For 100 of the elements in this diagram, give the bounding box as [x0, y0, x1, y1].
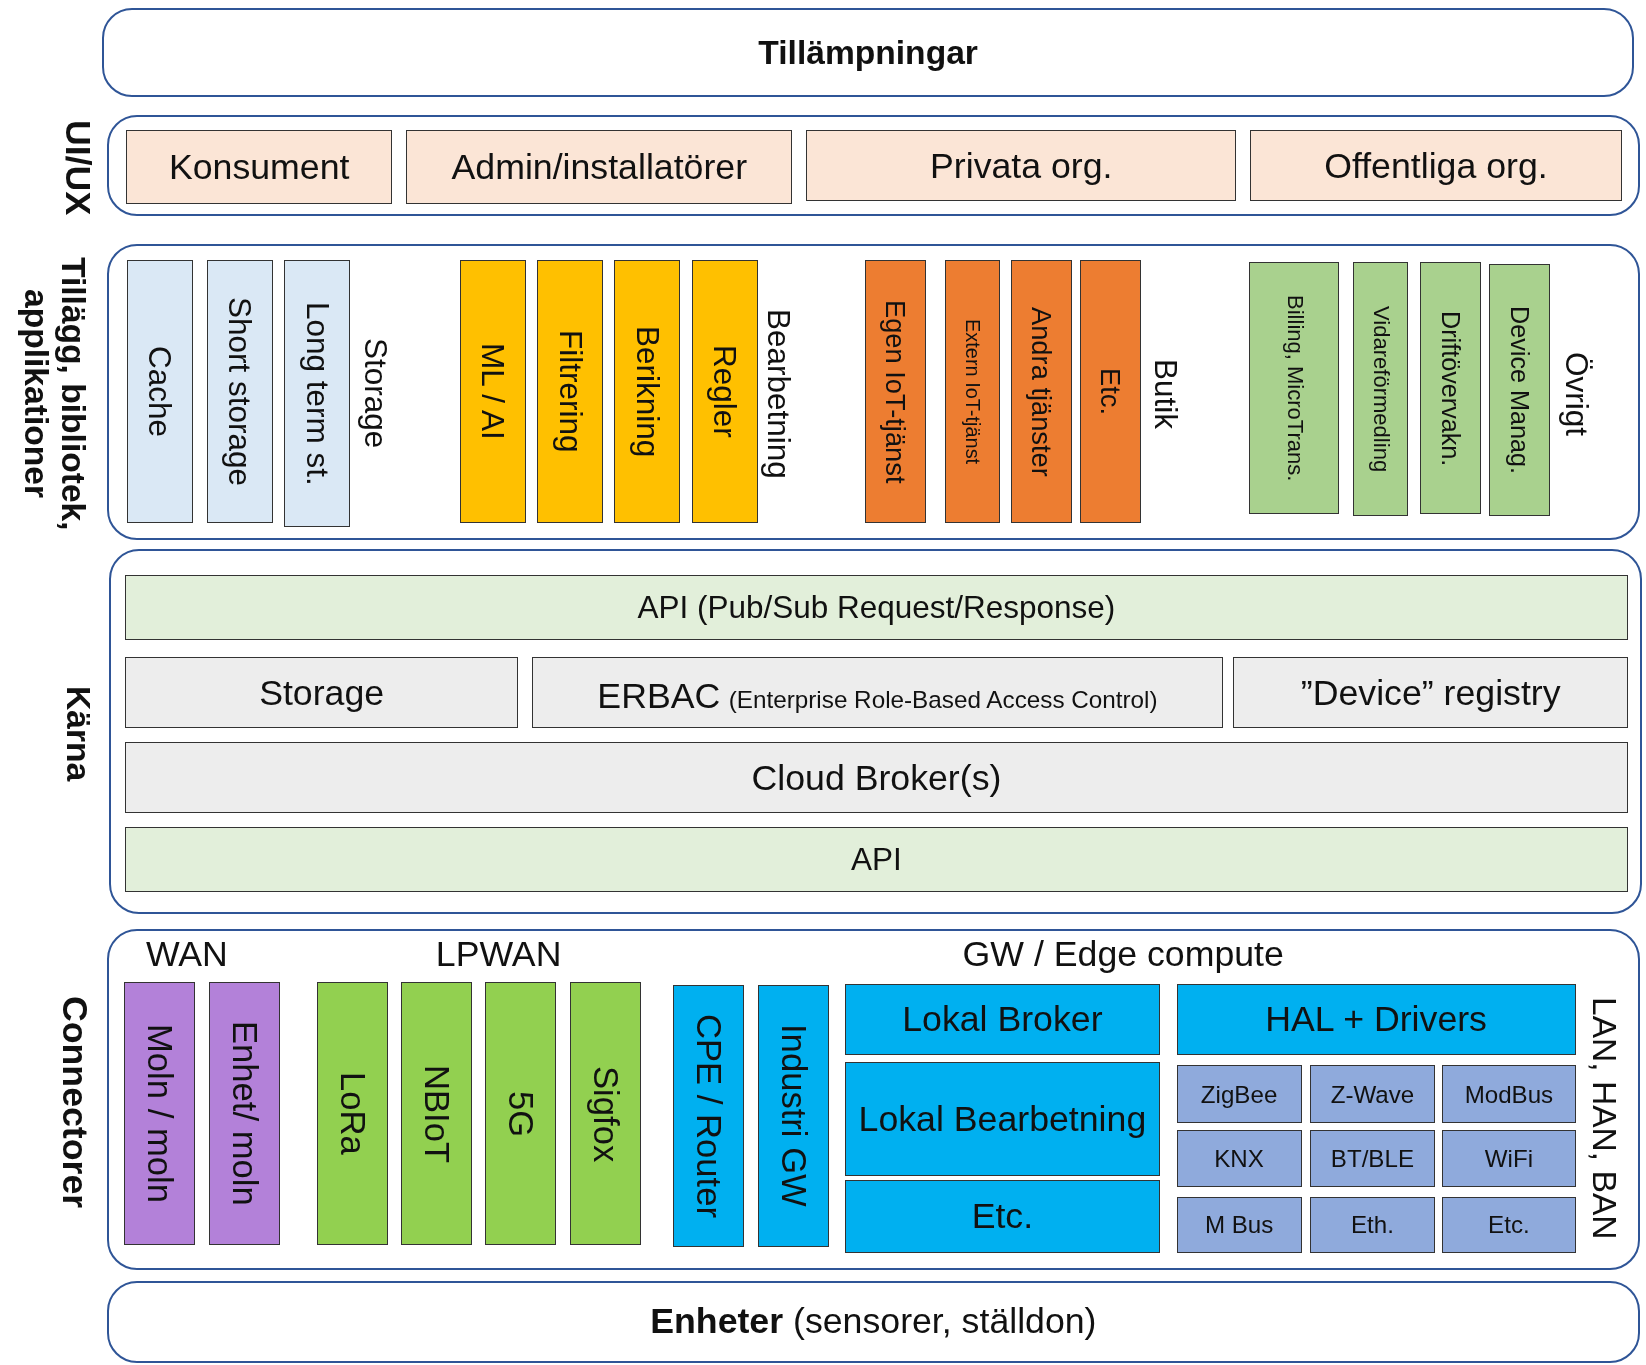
component-box	[124, 657, 519, 729]
component-box	[844, 983, 1160, 1055]
box-label: Long term st.	[298, 301, 337, 486]
box-label: Enhet/ moln	[225, 1021, 265, 1207]
component-box	[124, 742, 1629, 814]
component-box	[1250, 130, 1622, 202]
box-label: Moln / moln	[139, 1024, 180, 1204]
box-label: ”Device” registry	[1300, 671, 1561, 715]
component-box	[844, 1179, 1160, 1254]
box-label: (Enterprise Role-Based Access Control)	[728, 684, 1158, 715]
component-box	[1176, 983, 1576, 1055]
layer-panel	[107, 1280, 1640, 1363]
component-box	[1176, 1130, 1302, 1188]
box-label: Vidareförmedling	[1367, 306, 1395, 473]
component-box	[124, 575, 1629, 641]
group-label: Övrigt	[1558, 350, 1597, 438]
box-label: Eth.	[1350, 1210, 1394, 1241]
box-label: Extern IoT-tjänst	[961, 318, 986, 464]
group-label: GW / Edge compute	[961, 932, 1285, 976]
group-label: WAN	[144, 932, 229, 976]
component-box	[400, 982, 473, 1245]
box-label: Tillämpningar	[758, 32, 978, 73]
component-box	[1233, 657, 1629, 729]
box-label: Storage	[259, 671, 385, 715]
group-label: LAN, HAN, BAN	[1585, 995, 1624, 1242]
box-label: 5G	[501, 1090, 542, 1137]
box-label: ML / AI	[474, 343, 513, 440]
layer-panel	[101, 8, 1635, 97]
layer-heading: Kärna	[59, 685, 99, 784]
component-box	[757, 984, 830, 1247]
component-box	[1309, 1130, 1435, 1188]
component-box	[1309, 1065, 1435, 1124]
box-label: Enheter (sensorer, ställdon)	[650, 1300, 1097, 1344]
component-box	[126, 260, 194, 523]
component-box	[691, 260, 758, 523]
box-label: Cache	[141, 345, 180, 437]
box-label: Driftövervakn.	[1436, 310, 1466, 466]
component-box	[459, 260, 526, 523]
component-box	[1176, 1196, 1302, 1254]
component-box	[1442, 1130, 1576, 1188]
box-label: Device Manag.	[1505, 306, 1536, 475]
component-box	[532, 657, 1223, 729]
box-label: Industri GW	[774, 1024, 814, 1208]
component-box	[1249, 262, 1340, 515]
box-label: Z-Wave	[1330, 1079, 1415, 1110]
component-box	[1309, 1196, 1435, 1254]
box-label: Cloud Broker(s)	[751, 756, 1002, 800]
box-label: Etc.	[971, 1195, 1034, 1239]
component-box	[124, 827, 1629, 893]
box-label: Etc.	[1094, 367, 1128, 415]
component-box	[1080, 260, 1141, 523]
component-box	[406, 130, 793, 204]
box-label: Andra tjänster	[1024, 306, 1058, 477]
box-label: Billing, MicroTrans.	[1281, 295, 1309, 482]
box-label: Konsument	[168, 145, 350, 189]
component-box	[1176, 1065, 1302, 1124]
box-label: NBIoT	[417, 1064, 458, 1163]
component-box	[1489, 264, 1551, 517]
box-label: API	[851, 840, 902, 880]
group-label: Bearbetning	[760, 307, 799, 481]
component-box	[1010, 260, 1072, 523]
component-box	[844, 1062, 1160, 1176]
box-label: LoRa	[333, 1072, 374, 1156]
box-label: ERBAC	[597, 674, 721, 718]
component-box	[284, 260, 351, 527]
component-box	[614, 260, 681, 523]
box-label: Berikning	[628, 325, 667, 458]
component-box	[208, 982, 281, 1245]
component-box	[944, 260, 1001, 523]
box-label: Egen IoT-tjänst	[879, 299, 913, 484]
component-box	[484, 982, 557, 1245]
component-box	[316, 982, 389, 1245]
group-label: LPWAN	[434, 932, 563, 976]
box-label: CPE / Router	[688, 1013, 729, 1218]
box-label: WiFi	[1484, 1144, 1533, 1175]
box-label: Lokal Broker	[902, 998, 1103, 1041]
box-label: M Bus	[1204, 1210, 1274, 1241]
layer-heading: Connectorer	[54, 994, 97, 1210]
component-box	[123, 982, 196, 1245]
box-label: Lokal Bearbetning	[858, 1097, 1147, 1141]
component-box	[206, 260, 273, 523]
box-label: Sigfox	[586, 1065, 627, 1162]
box-label: Offentliga org.	[1324, 144, 1548, 188]
component-box	[125, 130, 393, 204]
component-box	[1442, 1065, 1576, 1124]
box-label: HAL + Drivers	[1265, 998, 1487, 1041]
group-label: Storage	[356, 337, 395, 451]
box-label: ModBus	[1464, 1079, 1554, 1110]
box-label: Privata org.	[930, 144, 1113, 188]
group-label: Butik	[1146, 357, 1185, 431]
box-label: API (Pub/Sub Request/Response)	[637, 588, 1116, 628]
box-label: BT/BLE	[1330, 1144, 1414, 1175]
layer-heading: Tillägg, bibliotek, applikationer	[16, 255, 93, 533]
box-label: Admin/installatörer	[451, 145, 748, 189]
component-box	[569, 982, 642, 1245]
box-label: KNX	[1214, 1144, 1264, 1175]
box-label: Short storage	[221, 296, 260, 486]
box-label: Regler	[706, 345, 745, 438]
box-label: Filtrering	[551, 330, 590, 453]
component-box	[806, 130, 1237, 202]
